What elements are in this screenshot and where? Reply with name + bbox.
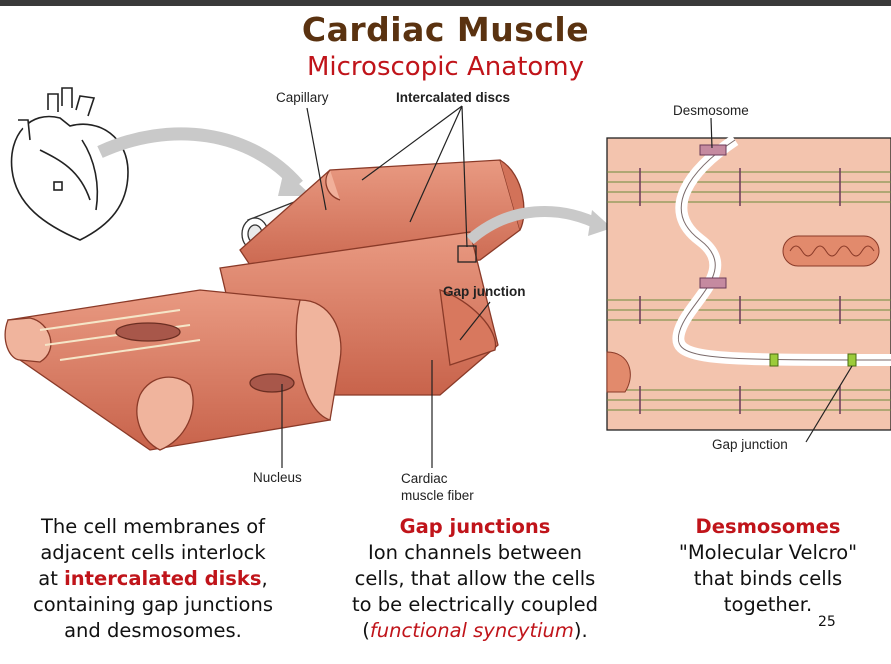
label-cardiac-muscle-fiber: Cardiac muscle fiber: [401, 470, 474, 504]
label-desmosome: Desmosome: [673, 103, 749, 118]
lower-fibers: [4, 289, 342, 451]
left-line-3-post: ,: [261, 567, 268, 590]
right-description: Desmosomes "Molecular Velcro" that binds…: [648, 514, 888, 618]
desmosomes-heading: Desmosomes: [695, 515, 841, 538]
zoom-arrow-right: [466, 206, 603, 245]
right-line-2: that binds cells: [693, 567, 843, 590]
functional-syncytium-term: functional syncytium: [369, 619, 574, 642]
page-title: Cardiac Muscle: [301, 10, 590, 49]
page-subtitle: Microscopic Anatomy: [306, 52, 585, 82]
left-description: The cell membranes of adjacent cells int…: [8, 514, 298, 644]
label-gap-junction-inset: Gap junction: [712, 437, 788, 452]
page-number: 25: [818, 614, 836, 630]
paren-open: (: [362, 619, 370, 642]
right-line-1: "Molecular Velcro": [678, 541, 858, 564]
right-line-3: together.: [723, 593, 813, 616]
left-line-4: containing gap junctions: [32, 593, 273, 616]
middle-line-1: Ion channels between: [367, 541, 583, 564]
left-line-3: at intercalated disks,: [8, 566, 298, 592]
label-fiber-line2: muscle fiber: [401, 488, 474, 503]
top-bar: [0, 0, 891, 6]
label-fiber-line1: Cardiac: [401, 471, 448, 486]
zoom-arrow-left: [97, 127, 303, 190]
gap-junctions-heading: Gap junctions: [399, 515, 551, 538]
paren-close: ).: [573, 619, 588, 642]
middle-line-3: to be electrically coupled: [352, 593, 598, 616]
middle-line-2: cells, that allow the cells: [354, 567, 596, 590]
left-line-3-pre: at: [38, 567, 65, 590]
inset-detail: [606, 135, 891, 431]
label-gap-junction: Gap junction: [443, 284, 526, 299]
left-line-1: The cell membranes of: [40, 515, 266, 538]
label-nucleus: Nucleus: [253, 470, 302, 485]
label-intercalated-discs: Intercalated discs: [396, 90, 511, 105]
middle-line-4: (functional syncytium).: [322, 618, 628, 644]
middle-description: Gap junctions Ion channels between cells…: [322, 514, 628, 644]
intercalated-disks-term: intercalated disks: [64, 567, 262, 590]
left-line-5: and desmosomes.: [64, 619, 242, 642]
label-capillary: Capillary: [276, 90, 329, 105]
heart-drawing: [10, 87, 129, 241]
left-line-2: adjacent cells interlock: [40, 541, 266, 564]
